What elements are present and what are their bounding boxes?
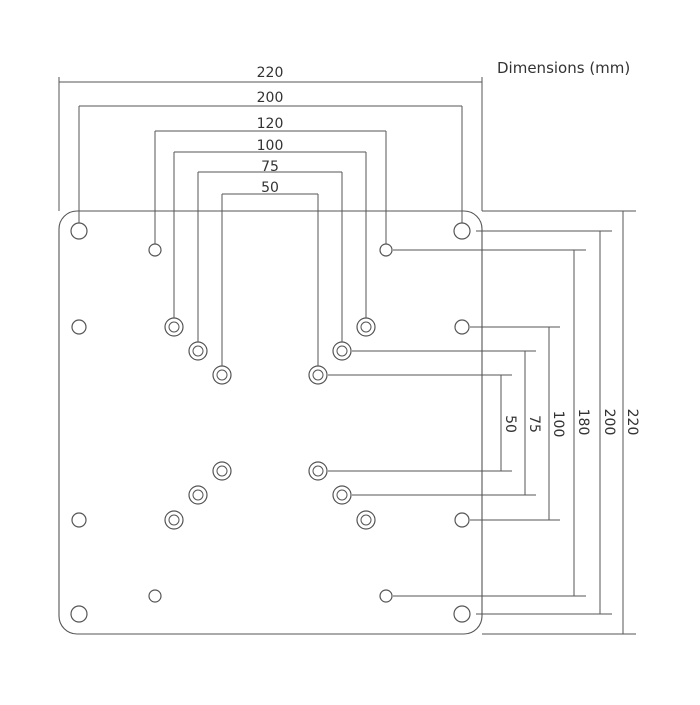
- horizontal-dimension-220: 220: [58, 65, 483, 211]
- hole-120-bottom-right: [379, 589, 393, 603]
- hole-75-bottom-right: [332, 485, 352, 505]
- dimension-label-v50: 50: [502, 415, 518, 433]
- horizontal-dimension-75: 75: [197, 159, 343, 351]
- hole-200-top-left: [70, 222, 88, 240]
- hole-120-top-right: [379, 243, 393, 257]
- vertical-dimension-100: 100: [470, 326, 566, 521]
- hole-side-right-lower: [454, 512, 470, 528]
- dimension-label-h75: 75: [261, 159, 279, 175]
- hole-120-top-left: [148, 243, 162, 257]
- dimensions-title: Dimensions (mm): [497, 59, 630, 77]
- horizontal-dimension-120: 120: [154, 116, 387, 250]
- hole-100-top-left: [164, 317, 184, 337]
- vertical-dimension-200: 200: [476, 230, 617, 615]
- hole-side-right-upper: [454, 319, 470, 335]
- dimension-label-v75: 75: [526, 415, 542, 433]
- dimension-label-h120: 120: [257, 116, 284, 132]
- hole-200-bottom-right: [453, 605, 471, 623]
- hole-75-top-left: [188, 341, 208, 361]
- mounting-plate: [58, 210, 483, 635]
- dimension-label-v180: 180: [575, 409, 591, 436]
- vertical-dimension-220: 220: [482, 210, 640, 635]
- dimension-label-h50: 50: [261, 180, 279, 196]
- dimension-label-v100: 100: [550, 411, 566, 438]
- horizontal-dimension-100: 100: [173, 138, 367, 327]
- hole-100-bottom-right: [356, 510, 376, 530]
- horizontal-dimension-50: 50: [221, 180, 319, 375]
- hole-side-left-lower: [71, 512, 87, 528]
- hole-50-bottom-right: [308, 461, 328, 481]
- hole-75-top-right: [332, 341, 352, 361]
- dimension-label-v220: 220: [624, 409, 640, 436]
- dimension-label-v200: 200: [601, 409, 617, 436]
- dimension-label-h200: 200: [257, 90, 284, 106]
- hole-50-bottom-left: [212, 461, 232, 481]
- hole-75-bottom-left: [188, 485, 208, 505]
- hole-50-top-right: [308, 365, 328, 385]
- vertical-dimension-180: 180: [393, 249, 591, 597]
- horizontal-dimension-200: 200: [78, 90, 463, 231]
- vertical-dimension-75: 75: [352, 350, 542, 496]
- hole-120-bottom-left: [148, 589, 162, 603]
- dimension-label-h100: 100: [257, 138, 284, 154]
- hole-side-left-upper: [71, 319, 87, 335]
- hole-100-bottom-left: [164, 510, 184, 530]
- hole-200-top-right: [453, 222, 471, 240]
- dimension-label-h220: 220: [257, 65, 284, 81]
- vertical-dimension-50: 50: [328, 374, 518, 472]
- hole-100-top-right: [356, 317, 376, 337]
- hole-50-top-left: [212, 365, 232, 385]
- hole-200-bottom-left: [70, 605, 88, 623]
